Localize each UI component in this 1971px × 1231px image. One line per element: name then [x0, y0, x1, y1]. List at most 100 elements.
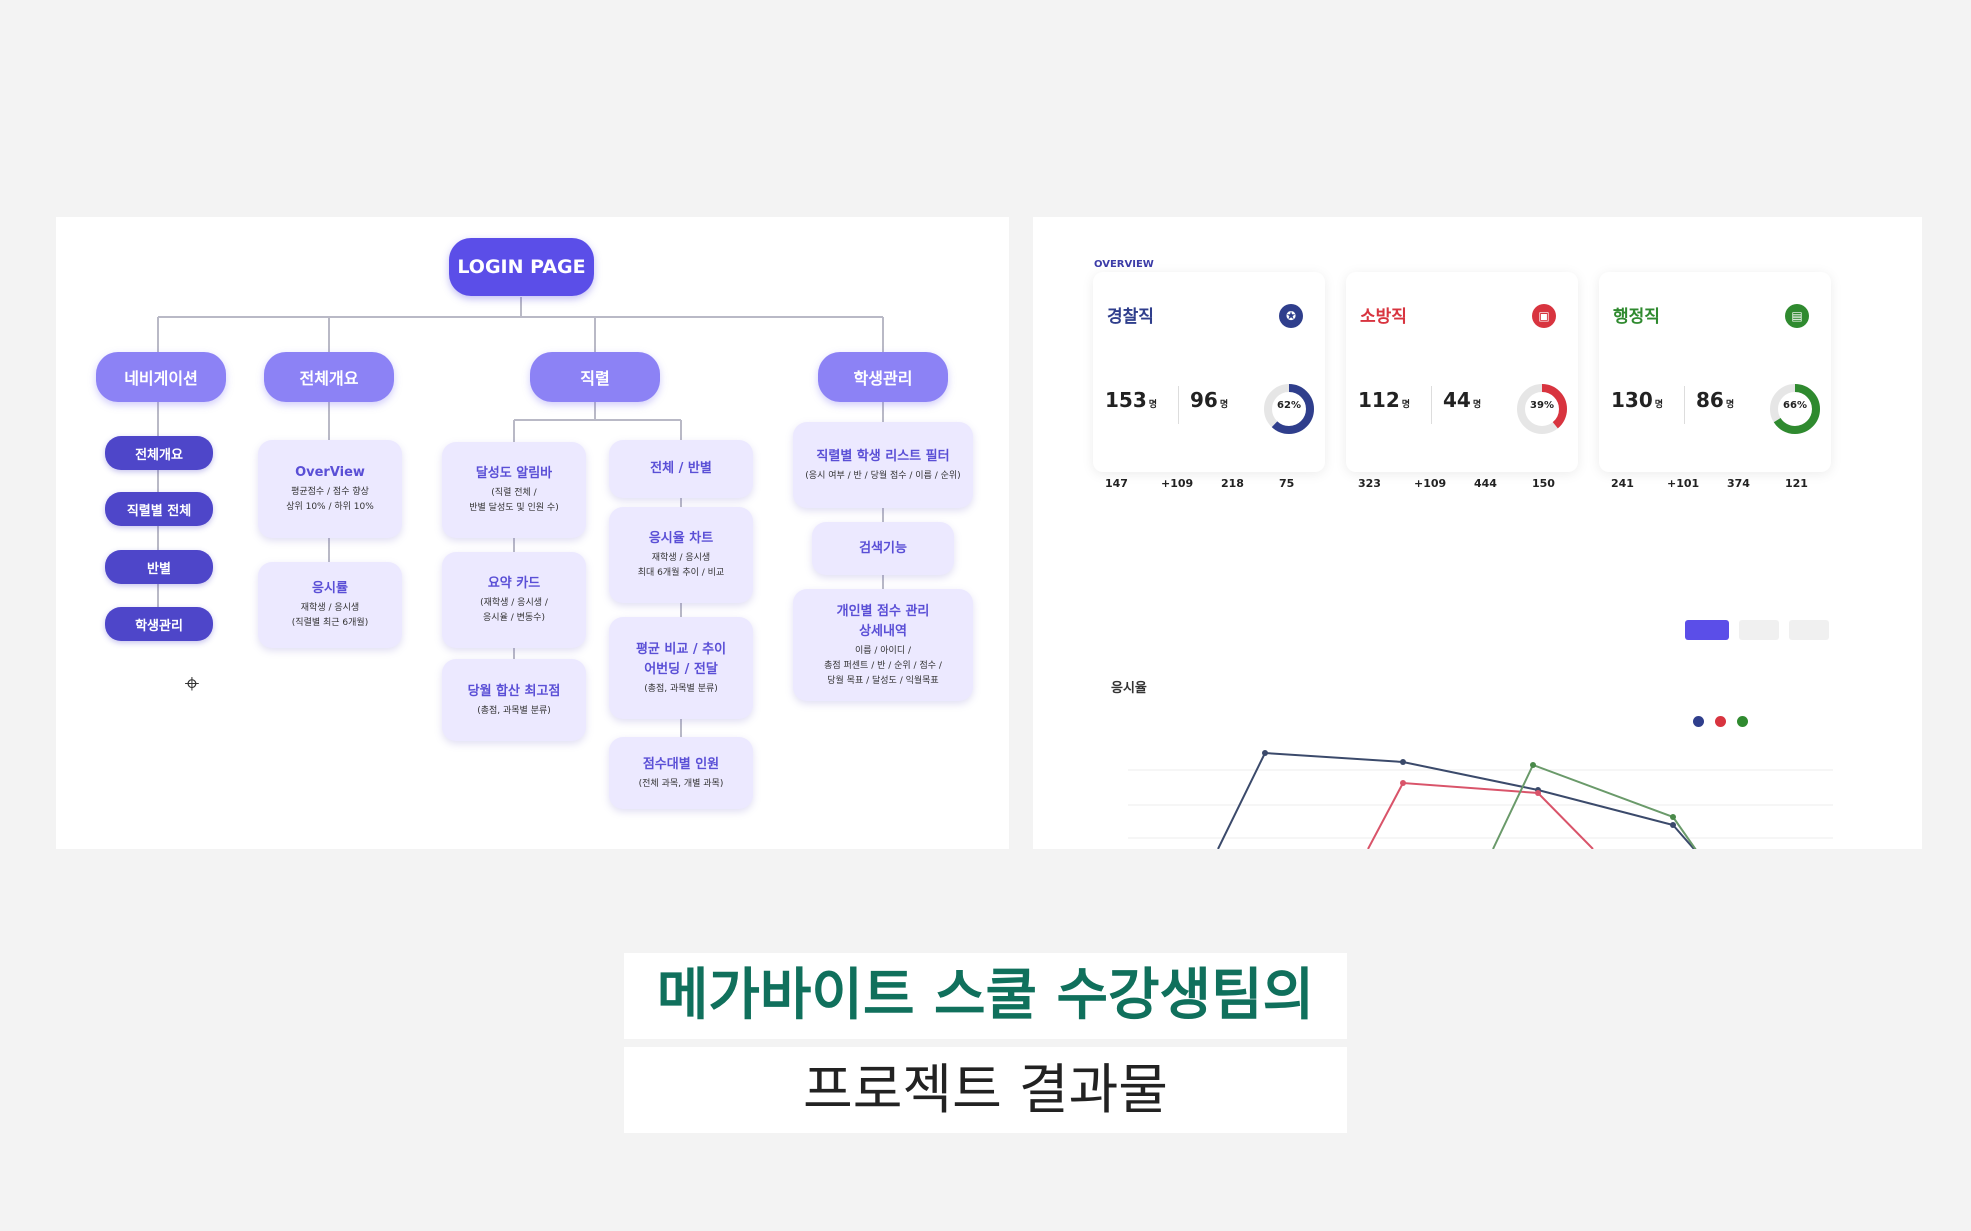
card-title: 직렬별 학생 리스트 필터 [816, 448, 950, 464]
stat-unit: 명 [1725, 400, 1735, 410]
category-jikryeol: 직렬 [530, 352, 660, 402]
card-desc: 이름 / 아이디 / 총점 퍼센트 / 반 / 순위 / 점수 / 당월 목표 … [824, 645, 942, 686]
legend-swatch-fire [1715, 716, 1726, 727]
stat-small-3: 444 [1474, 477, 1497, 490]
stat-card-title: 소방직 [1360, 307, 1407, 327]
card-achievement-bar: 달성도 알림바 (직렬 전체 / 반별 달성도 및 인원 수) [442, 442, 586, 538]
stat-unit: 명 [1219, 400, 1229, 410]
card-desc: (총점, 과목별 분류) [644, 683, 718, 694]
card-all-class: 전체 / 반별 [609, 440, 753, 498]
category-navigation: 네비게이션 [96, 352, 226, 402]
nav-item-class: 반별 [105, 550, 213, 584]
card-desc: 재학생 / 응시생 최대 6개월 추이 / 비교 [637, 553, 725, 578]
fire-icon: ▣ [1532, 304, 1556, 328]
ring-percent: 62% [1277, 400, 1301, 411]
card-title: 검색기능 [859, 540, 907, 556]
category-student-management: 학생관리 [818, 352, 948, 402]
card-title: 당월 합산 최고점 [467, 683, 561, 699]
stat-small-3: 374 [1727, 477, 1750, 490]
chart-tab-active[interactable] [1685, 620, 1729, 640]
point-police [1670, 822, 1676, 828]
legend-swatch-police [1693, 716, 1704, 727]
card-attendance-rate: 응시률 재학생 / 응시생 (직렬별 최근 6개월) [258, 562, 402, 648]
nav-item-jikryeol-all: 직렬별 전체 [105, 492, 213, 526]
stat-small-3: 218 [1221, 477, 1244, 490]
series-fire-line [1367, 781, 1594, 849]
card-desc: 평균점수 / 점수 향상 상위 10% / 하위 10% [286, 487, 374, 512]
card-title: 응시율 차트 [648, 531, 714, 546]
stat-unit: 명 [1148, 400, 1158, 410]
card-overview: OverView 평균점수 / 점수 향상 상위 10% / 하위 10% [258, 440, 402, 538]
card-summary: 요약 카드 (재학생 / 응시생 / 응시율 / 변동수) [442, 552, 586, 648]
stat-value: 96 [1190, 388, 1218, 412]
overview-label: OVERVIEW [1094, 259, 1154, 270]
card-student-list-filter: 직렬별 학생 리스트 필터 (응시 여부 / 반 / 당월 점수 / 이름 / … [793, 422, 973, 508]
card-desc: (직렬 전체 / 반별 달성도 및 인원 수) [469, 488, 559, 513]
stat-value: 86 [1696, 388, 1724, 412]
ring-chart: 62% [1263, 383, 1315, 435]
crosshair-cursor-icon: ⌖ [184, 669, 200, 699]
point-police [1400, 759, 1406, 765]
card-title: 달성도 알림바 [475, 466, 553, 481]
stat-value: 112 [1358, 388, 1400, 412]
card-title: 개인별 점수 관리 상세내역 [836, 603, 930, 639]
card-title: 요약 카드 [487, 576, 541, 591]
series-police-line [1217, 751, 1696, 849]
stat-unit: 명 [1472, 400, 1482, 410]
chart-tab[interactable] [1739, 620, 1779, 640]
ring-percent: 39% [1530, 400, 1554, 411]
legend-swatch-admin [1737, 716, 1748, 727]
nav-item-student: 학생관리 [105, 607, 213, 641]
card-desc: 재학생 / 응시생 (직렬별 최근 6개월) [291, 603, 369, 628]
card-desc: (총점, 과목별 분류) [477, 705, 551, 716]
point-fire [1400, 780, 1406, 786]
card-title: 점수대별 인원 [642, 756, 720, 772]
ring-chart: 39% [1516, 383, 1568, 435]
flowchart-panel: LOGIN PAGE 네비게이션 전체개요 직렬 학생관리 전체개요 직렬별 전… [56, 217, 1009, 849]
stat-small-1: 241 [1611, 477, 1634, 490]
document-icon: ▤ [1785, 304, 1809, 328]
stat-value: 44 [1443, 388, 1471, 412]
attendance-line-chart [1128, 750, 1833, 849]
divider [1684, 386, 1685, 424]
chart-legend [1693, 716, 1751, 727]
stat-unit: 명 [1654, 400, 1664, 410]
card-score-range: 점수대별 인원 (전체 과목, 개별 과목) [609, 737, 753, 809]
card-average-compare: 평균 비교 / 추이 어번딩 / 전달 (총점, 과목별 분류) [609, 617, 753, 719]
stat-value: 153 [1105, 388, 1147, 412]
stat-value: 130 [1611, 388, 1653, 412]
card-individual-score: 개인별 점수 관리 상세내역 이름 / 아이디 / 총점 퍼센트 / 반 / 순… [793, 589, 973, 701]
chart-tab[interactable] [1789, 620, 1829, 640]
point-fire [1535, 790, 1541, 796]
stat-small-2: +109 [1414, 477, 1447, 490]
stat-small-1: 323 [1358, 477, 1381, 490]
point-admin [1530, 762, 1536, 768]
stat-small-4: 75 [1279, 477, 1295, 490]
card-title: 응시률 [312, 581, 348, 596]
series-admin-line [1492, 763, 1697, 849]
caption-line-1: 메가바이트 스쿨 수강생팀의 [624, 953, 1347, 1039]
stat-small-4: 121 [1785, 477, 1808, 490]
card-title: OverView [295, 465, 365, 480]
point-police [1262, 750, 1268, 756]
divider [1178, 386, 1179, 424]
stat-card-title: 행정직 [1613, 307, 1660, 327]
category-overview: 전체개요 [264, 352, 394, 402]
nav-item-overview: 전체개요 [105, 436, 213, 470]
stat-card-title: 경찰직 [1107, 307, 1154, 327]
ring-chart: 66% [1769, 383, 1821, 435]
card-title: 전체 / 반별 [650, 461, 712, 476]
card-monthly-top-score: 당월 합산 최고점 (총점, 과목별 분류) [442, 659, 586, 741]
login-page-node: LOGIN PAGE [449, 238, 594, 296]
stat-unit: 명 [1401, 400, 1411, 410]
card-desc: (전체 과목, 개별 과목) [638, 778, 724, 789]
card-title: 평균 비교 / 추이 어번딩 / 전달 [635, 641, 727, 677]
